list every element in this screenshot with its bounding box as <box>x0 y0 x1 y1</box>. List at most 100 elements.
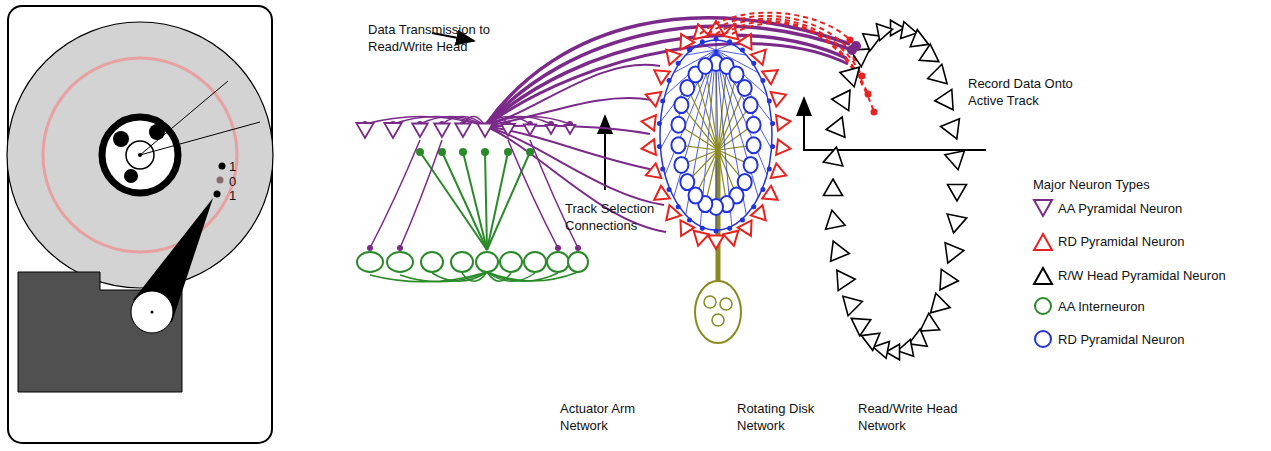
callout-label: Data Transmission to Read/Write Head <box>368 21 558 55</box>
soma <box>720 298 732 310</box>
connection-line <box>485 126 666 232</box>
connection-line <box>716 50 746 215</box>
connection-line <box>487 152 508 250</box>
synapse-dot <box>700 226 705 231</box>
neuron-triangle <box>384 123 401 138</box>
soma <box>712 314 724 326</box>
synapse-dot <box>700 39 705 44</box>
legend-entry: RD Pyramidal Neuron <box>1058 233 1184 250</box>
neuron-triangle <box>762 70 778 84</box>
synapse-dot <box>657 121 662 126</box>
connection-line <box>718 66 727 150</box>
connection-line <box>370 272 487 282</box>
connection-line <box>420 116 485 126</box>
rd-blue-neuron <box>747 117 761 133</box>
neuron-triangle <box>928 64 948 84</box>
connection-line <box>485 65 660 126</box>
synapse-dot <box>770 121 775 126</box>
neuron-triangle <box>751 50 766 65</box>
callout-label: Read/Write Head Network <box>858 400 968 434</box>
neuron-triangle <box>831 241 850 261</box>
rd-blue-neuron <box>674 97 688 113</box>
neuron-triangle <box>843 296 863 316</box>
synapse-dot <box>760 78 765 83</box>
legend-title: Major Neuron Types <box>1033 176 1193 193</box>
connection-line <box>370 140 420 248</box>
connection-line <box>716 50 767 175</box>
neuron-triangle <box>941 119 960 139</box>
connection-line <box>708 16 856 58</box>
synapse-dot <box>751 204 756 209</box>
neuron-triangle <box>455 124 471 138</box>
synapse-dot <box>714 37 719 42</box>
synapse-dot <box>767 98 772 103</box>
interneuron <box>568 252 588 272</box>
interneuron <box>500 252 522 272</box>
synapse-dot <box>526 148 534 156</box>
synapse-dot <box>367 245 373 251</box>
neuron-triangle <box>477 124 493 138</box>
synapse-dot <box>687 47 692 52</box>
synapse-dot <box>740 47 745 52</box>
synapse-dot <box>740 218 745 223</box>
neuron-triangle <box>771 163 786 178</box>
synapse-dot <box>660 167 665 172</box>
synapse-dot <box>727 226 732 231</box>
legend-entry: RD Pyramidal Neuron <box>1058 331 1184 348</box>
neuron-triangle <box>824 179 843 196</box>
connection-line <box>442 152 487 250</box>
neuron-triangle <box>823 147 843 166</box>
rd-blue-neuron <box>698 58 712 74</box>
rd-blue-neuron <box>744 97 758 113</box>
synapse-dot <box>416 148 424 156</box>
rd-blue-neuron <box>744 157 758 173</box>
bit-label: 1 <box>229 158 241 175</box>
neuron-triangle <box>646 92 661 107</box>
synapse-dot <box>397 245 403 251</box>
neuron-triangle <box>646 163 661 178</box>
synapse-dot <box>575 245 581 251</box>
connection-line <box>485 44 848 126</box>
synapse-dot <box>687 218 692 223</box>
synapse-dot <box>714 229 719 234</box>
soma <box>695 281 741 343</box>
connection-line <box>485 152 487 250</box>
connection-line <box>462 272 487 281</box>
legend-entry: AA Pyramidal Neuron <box>1058 200 1182 217</box>
connection-line <box>661 50 716 122</box>
neuron-triangle <box>948 185 967 202</box>
connection-line <box>487 152 530 250</box>
neuron-triangle <box>776 115 790 131</box>
neuron-triangle <box>412 124 428 138</box>
neuron-triangle <box>947 214 967 233</box>
neuron-triangle <box>851 318 871 336</box>
connection-line <box>400 272 487 282</box>
connection-line <box>700 44 716 50</box>
neuron-triangle <box>945 151 965 170</box>
synapse-dot <box>676 204 681 209</box>
connection-line <box>485 35 846 126</box>
callout-label: Actuator Arm Network <box>560 400 650 434</box>
neuron-triangle <box>910 30 928 47</box>
synapse-dot <box>667 78 672 83</box>
synapse-dot <box>676 61 681 66</box>
neuron-triangle <box>738 34 752 50</box>
neuron-triangle <box>524 125 536 136</box>
neuron-triangle <box>681 220 695 236</box>
synapse-dot <box>667 187 672 192</box>
connection-line <box>716 44 732 50</box>
neuron-triangle <box>876 24 892 41</box>
synapse-dot <box>504 148 512 156</box>
blue-ring <box>660 40 772 230</box>
connection-line <box>420 152 487 250</box>
neuron-triangle <box>826 210 846 229</box>
neuron-triangle <box>546 125 556 134</box>
neuron-triangle <box>738 220 752 236</box>
neuron-triangle <box>642 115 656 131</box>
neuron-triangle <box>920 313 940 331</box>
connection-line <box>716 19 862 76</box>
bit-label: 1 <box>229 187 241 204</box>
connection-line <box>705 66 718 150</box>
connection-line <box>463 152 487 250</box>
neuron-triangle <box>666 50 681 65</box>
